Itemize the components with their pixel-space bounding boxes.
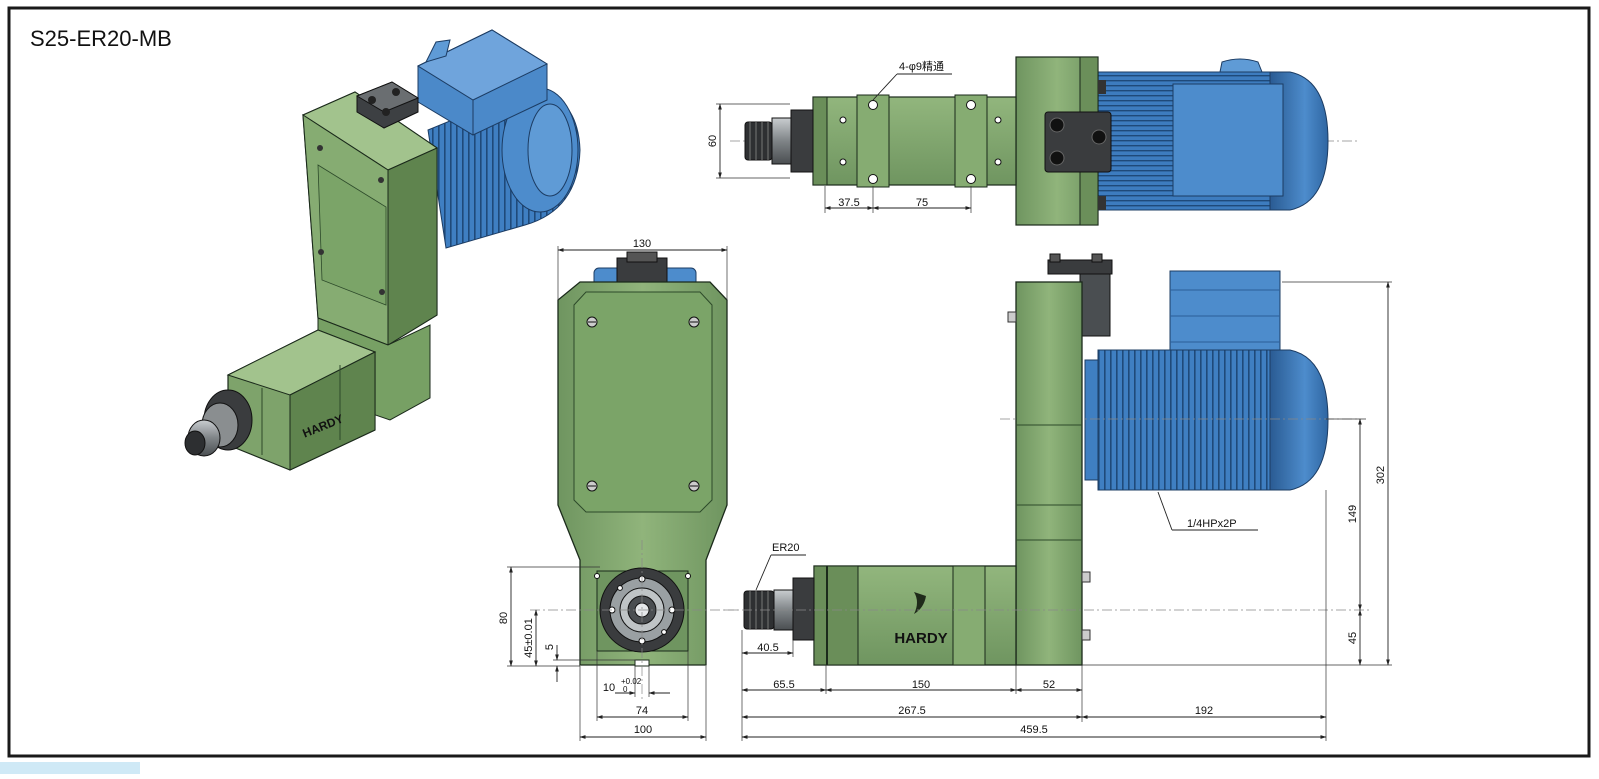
holes-note: 4-φ9精通 bbox=[899, 60, 944, 73]
dim-center-tol: 45±0.01 bbox=[523, 618, 535, 658]
dim-lower-height: 45 bbox=[1347, 632, 1359, 644]
iso-motor bbox=[416, 29, 581, 249]
dim-key-tol-lower: 0 bbox=[623, 685, 628, 694]
dim-key-tol-upper: +0.02 bbox=[621, 677, 642, 686]
dim-end-height: 80 bbox=[498, 612, 510, 624]
dim-total-len: 459.5 bbox=[1020, 724, 1048, 736]
dim-upper-height: 149 bbox=[1347, 505, 1359, 523]
dim-total-height: 302 bbox=[1375, 466, 1387, 484]
dim-motor-len: 192 bbox=[1195, 705, 1213, 717]
isometric-view: HARDY bbox=[184, 29, 581, 471]
dim-d2: 150 bbox=[912, 679, 930, 691]
dim-hole-pitch: 75 bbox=[916, 197, 928, 209]
drawing-title: S25-ER20-MB bbox=[30, 26, 172, 51]
top-view: 60 37.5 75 4-φ9精通 bbox=[707, 56, 1360, 226]
dim-hole-offset: 37.5 bbox=[838, 197, 859, 209]
iso-housing bbox=[301, 81, 439, 346]
iso-spindle: HARDY bbox=[184, 317, 431, 471]
dim-bolt-span: 74 bbox=[636, 705, 648, 717]
collet-label: ER20 bbox=[772, 542, 800, 554]
dim-key-depth: 5 bbox=[544, 644, 556, 650]
dim-end-width-top: 130 bbox=[633, 238, 651, 250]
dim-end-width-bottom: 100 bbox=[634, 724, 652, 736]
dim-key-width: 10 bbox=[603, 682, 615, 694]
sheet-frame bbox=[7, 6, 1591, 758]
dim-d1: 65.5 bbox=[773, 679, 794, 691]
dim-d3: 52 bbox=[1043, 679, 1055, 691]
dim-top-height: 60 bbox=[707, 135, 719, 147]
dim-sub: 267.5 bbox=[898, 705, 926, 717]
dim-spindle-len: 40.5 bbox=[757, 642, 778, 654]
end-view: 130 80 45±0.01 5 10 +0.02 0 74 100 bbox=[498, 238, 740, 741]
side-brand-label: HARDY bbox=[894, 630, 947, 647]
side-view: HARDY ER20 1/4HPx2P 40.5 65.5 150 52 267… bbox=[724, 253, 1392, 741]
motor-label: 1/4HPx2P bbox=[1187, 518, 1237, 530]
